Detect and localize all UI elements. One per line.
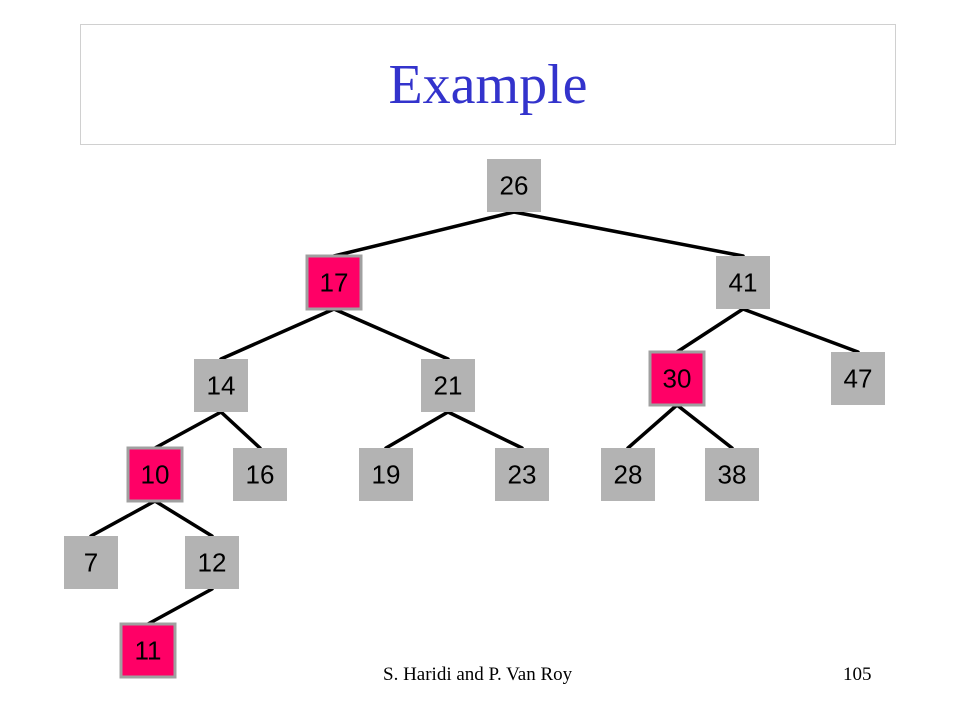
tree-node-11: 11: [119, 622, 177, 679]
edge-n21-n19: [384, 410, 450, 450]
edge-n21-n23: [446, 410, 524, 450]
node-label: 16: [246, 460, 275, 490]
node-box: [64, 536, 118, 589]
edge-n14-n10: [153, 410, 223, 450]
node-label: 7: [84, 548, 98, 578]
node-box: [305, 254, 363, 311]
node-box: [487, 159, 541, 212]
node-box: [648, 350, 706, 407]
node-box: [716, 256, 770, 309]
node-box: [359, 448, 413, 501]
slide-title: Example: [388, 53, 588, 116]
edge-n41-n30: [675, 307, 745, 354]
tree-edges: [89, 210, 860, 626]
tree-node-16: 16: [233, 448, 287, 501]
tree-node-47: 47: [831, 352, 885, 405]
node-label: 41: [729, 268, 758, 298]
edge-n10-n7: [89, 499, 157, 538]
node-label: 28: [614, 460, 643, 490]
tree-node-28: 28: [601, 448, 655, 501]
node-box: [705, 448, 759, 501]
node-label: 23: [508, 460, 537, 490]
tree-node-17: 17: [305, 254, 363, 311]
node-label: 47: [844, 364, 873, 394]
node-box: [119, 622, 177, 679]
node-label: 38: [718, 460, 747, 490]
edge-n26-n41: [512, 210, 745, 258]
edge-n10-n12: [153, 499, 214, 538]
tree-node-7: 7: [64, 536, 118, 589]
node-label: 30: [663, 364, 692, 394]
node-label: 12: [198, 548, 227, 578]
node-box: [126, 446, 184, 503]
node-box: [421, 359, 475, 412]
node-label: 19: [372, 460, 401, 490]
edge-n17-n21: [332, 307, 450, 361]
node-box: [601, 448, 655, 501]
tree-node-21: 21: [421, 359, 475, 412]
title-box: Example: [80, 24, 896, 145]
node-label: 10: [141, 460, 170, 490]
node-box: [233, 448, 287, 501]
tree-node-30: 30: [648, 350, 706, 407]
node-box: [194, 359, 248, 412]
tree-nodes: 26 17 41 14 21 30 47 10 16 19 23 28 38 7 12 11: [64, 159, 885, 679]
tree-node-23: 23: [495, 448, 549, 501]
footer-author: S. Haridi and P. Van Roy: [383, 664, 573, 685]
node-label: 17: [320, 268, 349, 298]
edge-n17-n14: [219, 307, 336, 361]
edge-n30-n28: [626, 403, 679, 450]
node-label: 11: [135, 636, 162, 666]
edge-n30-n38: [675, 403, 734, 450]
tree-node-10: 10: [126, 446, 184, 503]
edge-n26-n17: [332, 210, 516, 258]
edge-n12-n11: [146, 587, 214, 626]
node-label: 26: [500, 171, 529, 201]
tree-node-14: 14: [194, 359, 248, 412]
node-box: [831, 352, 885, 405]
tree-node-41: 41: [716, 256, 770, 309]
node-label: 21: [434, 371, 463, 401]
page-number: 105: [843, 664, 872, 685]
tree-node-12: 12: [185, 536, 239, 589]
node-box: [185, 536, 239, 589]
tree-node-38: 38: [705, 448, 759, 501]
tree-node-19: 19: [359, 448, 413, 501]
tree-node-26: 26: [487, 159, 541, 212]
node-label: 14: [207, 371, 236, 401]
node-box: [495, 448, 549, 501]
edge-n41-n47: [741, 307, 860, 354]
edge-n14-n16: [219, 410, 262, 450]
